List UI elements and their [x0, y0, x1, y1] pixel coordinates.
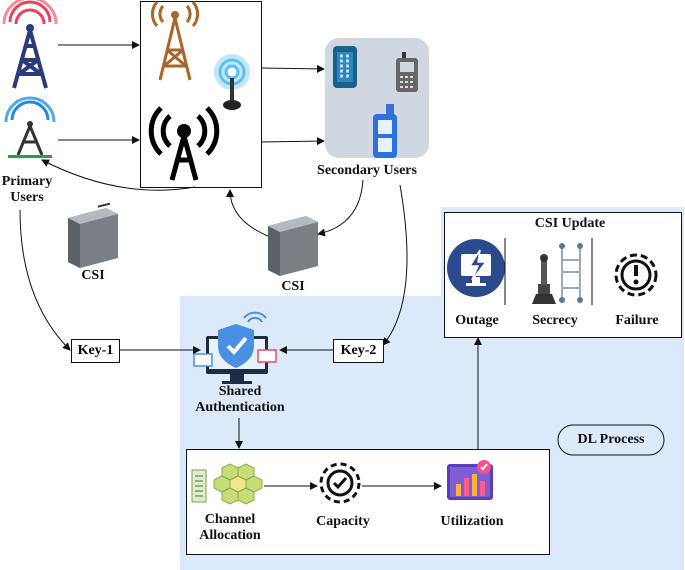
capacity-gear-icon: [319, 462, 361, 504]
key2-box: Key-2: [333, 339, 384, 363]
feature-phone-icon: [396, 52, 418, 92]
base-station-box: [140, 1, 262, 188]
channel-allocation-label: Channel Allocation: [186, 512, 274, 544]
secrecy-label: Secrecy: [532, 313, 578, 328]
tower-brown-icon: [150, 1, 200, 81]
csi-server-left-icon: [68, 202, 118, 268]
primary-tower-wifi-icon: [4, 96, 56, 158]
primary-users-line1: Primary: [1, 174, 53, 189]
csi-right-label: CSI: [281, 279, 305, 294]
shared-auth-line2: Authentication: [195, 400, 285, 416]
broadcast-tower-icon: [148, 106, 220, 181]
outage-label: Outage: [455, 313, 499, 328]
channel-allocation-icon: [191, 463, 263, 505]
flow-arrows: [19, 41, 482, 490]
shared-auth-line1: Shared: [218, 384, 262, 399]
primary-users-label: Primary Users: [0, 174, 54, 206]
smartphone-icon: [333, 46, 357, 88]
primary-tower-pink-icon: [2, 0, 58, 89]
failure-icon: [614, 253, 658, 297]
channel-line2: Allocation: [199, 528, 261, 544]
outage-icon: [447, 239, 505, 297]
csi-update-title: CSI Update: [534, 216, 606, 231]
walkie-talkie-icon: [373, 104, 397, 158]
key1-box: Key-1: [71, 339, 120, 363]
shared-authentication-label: Shared Authentication: [180, 384, 300, 416]
wifi-antenna-icon: [214, 54, 250, 110]
secrecy-icon: [532, 243, 583, 304]
dl-process-pill: [557, 424, 665, 456]
failure-label: Failure: [615, 313, 659, 328]
capacity-label: Capacity: [316, 514, 370, 529]
dl-process-label: DL Process: [577, 432, 645, 447]
csi-left-label: CSI: [81, 268, 105, 283]
csi-server-right-icon: [268, 216, 318, 276]
primary-users-line2: Users: [10, 190, 44, 206]
channel-line1: Channel: [204, 512, 256, 527]
utilization-label: Utilization: [440, 514, 504, 529]
shared-authentication-icon: [193, 311, 277, 384]
secondary-users-label: Secondary Users: [317, 163, 417, 178]
utilization-chart-icon: [447, 460, 493, 500]
